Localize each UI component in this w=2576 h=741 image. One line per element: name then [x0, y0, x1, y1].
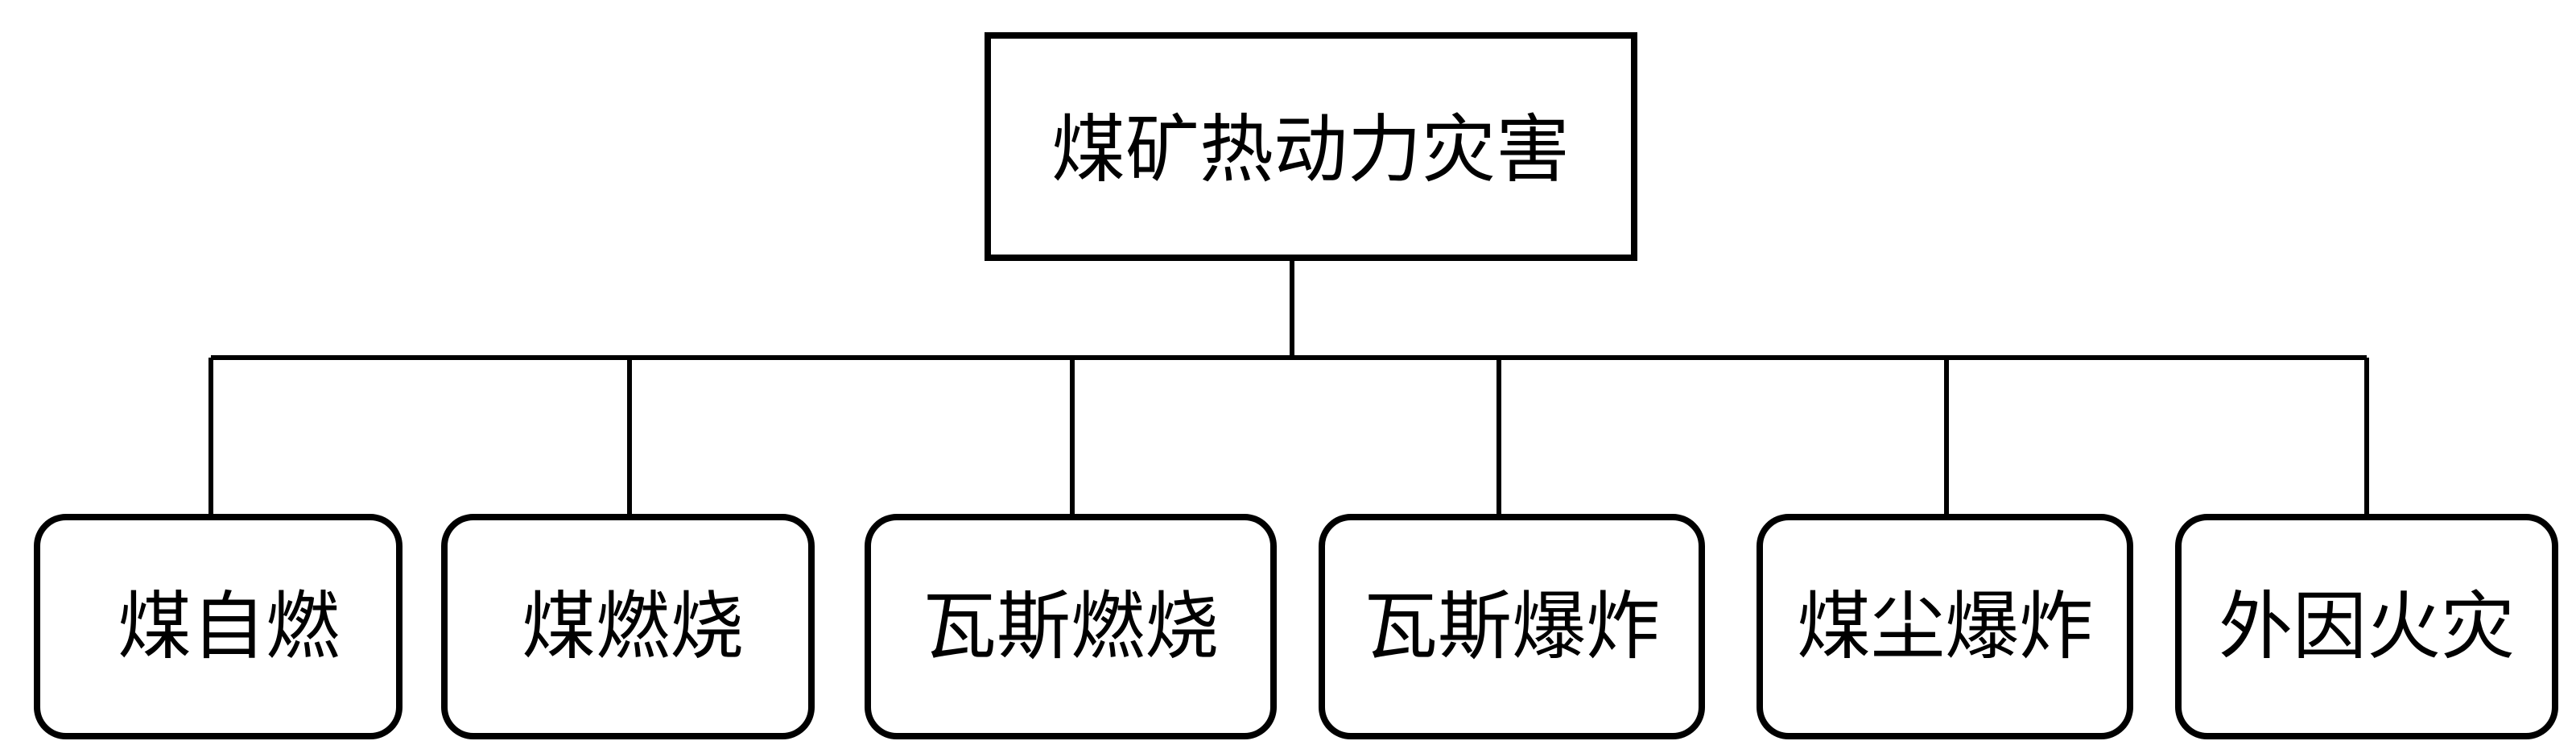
child-node-3: 瓦斯燃烧 — [865, 514, 1277, 739]
child-node-label-6: 外因火灾 — [2219, 584, 2515, 670]
child-node-box-5 — [1757, 514, 2133, 739]
root-node-box — [985, 32, 1637, 261]
child-node-label-4: 瓦斯爆炸 — [1364, 584, 1660, 670]
child-node-box-4 — [1319, 514, 1705, 739]
child-node-label-2: 煤燃烧 — [522, 584, 744, 670]
child-node-box-6 — [2175, 514, 2558, 739]
child-node-box-2 — [441, 514, 815, 739]
child-node-label-5: 煤尘爆炸 — [1797, 584, 2093, 670]
child-node-2: 煤燃烧 — [441, 514, 815, 739]
child-node-4: 瓦斯爆炸 — [1319, 514, 1705, 739]
child-node-box-3 — [865, 514, 1277, 739]
child-node-label-1: 煤自燃 — [118, 584, 340, 670]
root-node: 煤矿热动力灾害 — [985, 32, 1637, 261]
root-node-label: 煤矿热动力灾害 — [1051, 107, 1570, 193]
child-node-5: 煤尘爆炸 — [1757, 514, 2133, 739]
child-node-6: 外因火灾 — [2175, 514, 2558, 739]
connector-lines — [208, 258, 2369, 517]
child-node-1: 煤自燃 — [34, 514, 402, 739]
child-node-box-1 — [34, 514, 402, 739]
child-node-label-3: 瓦斯燃烧 — [923, 584, 1219, 670]
